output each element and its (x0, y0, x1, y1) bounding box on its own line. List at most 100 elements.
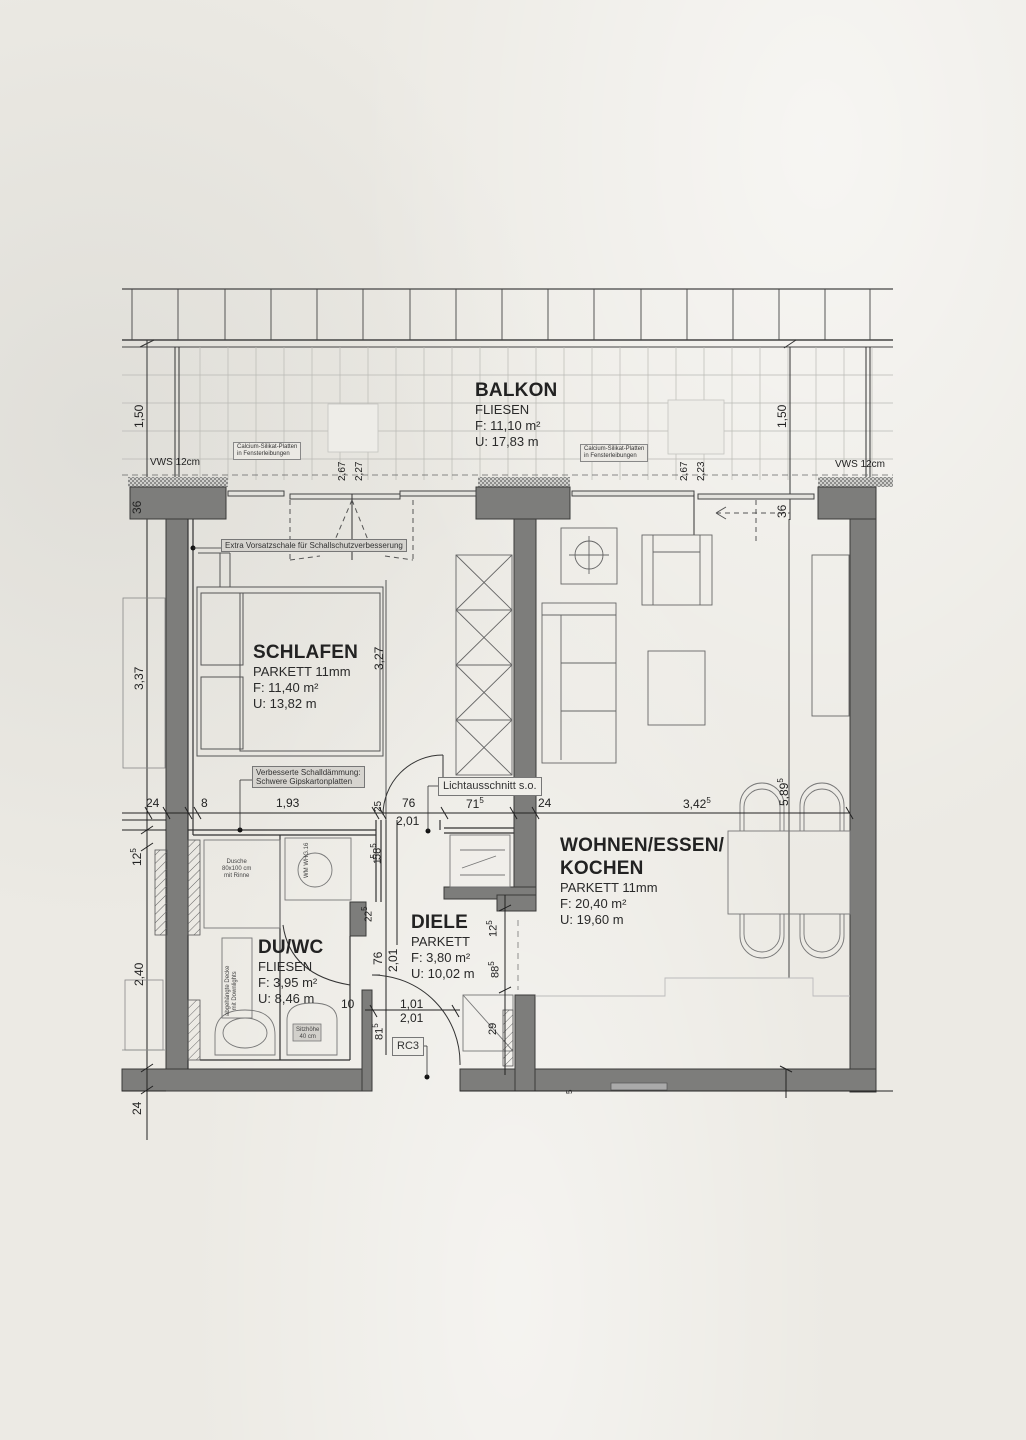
label-dusche: Dusche 80x100 cm mit Rinne (222, 859, 251, 880)
label-abgehaengte-decke: abgehängte Decke mit Downlights (225, 966, 239, 1016)
dim-71-5: 715 (466, 796, 484, 811)
dim-value: 12 (487, 924, 500, 937)
note-vorsatzschale: Extra Vorsatzschale für Schallschutzverb… (221, 539, 407, 553)
dim-1-50-left: 1,50 (132, 404, 146, 428)
room-name-line2: KOCHEN (560, 858, 644, 879)
room-name: BALKON (475, 380, 558, 401)
dim-36-right: 36 (775, 504, 789, 518)
room-name-line1: WOHNEN/ESSEN/ (560, 835, 725, 856)
dim-2-40: 2,40 (132, 962, 146, 986)
room-perimeter: U: 19,60 m (560, 912, 624, 927)
living-furniture (541, 519, 850, 978)
room-area: F: 3,80 m² (411, 950, 471, 965)
dim-3-27: 3,27 (372, 646, 386, 670)
dim-sup: 5 (485, 920, 494, 925)
wm-text: WM (304, 867, 310, 878)
dim-76: 76 (402, 796, 416, 810)
note-line: Verbesserte Schalldämmung: (256, 768, 361, 777)
note-line: mit Rinne (224, 872, 250, 879)
wardrobe (455, 554, 513, 776)
dim-sup: 5 (129, 848, 138, 853)
bed (196, 552, 387, 820)
balcony-railing (122, 288, 893, 348)
dim-2-23-right: 2,23 (696, 461, 707, 481)
label-vws-left: VWS 12cm (150, 457, 201, 468)
dim-bottom-5: 5 (565, 1089, 574, 1094)
dim-value: 88 (489, 965, 502, 978)
dim-29: 29 (487, 1022, 499, 1035)
dim-88-5: 885 (487, 961, 502, 978)
dim-2-01-top: 2,01 (396, 814, 420, 828)
dim-1-01: 1,01 (400, 997, 424, 1011)
dim-36-left: 36 (130, 500, 144, 514)
dim-sup: 5 (371, 1023, 380, 1028)
label-sitzhoehe: Sitzhöhe 40 cm (296, 1027, 319, 1041)
room-floor: PARKETT (411, 934, 470, 949)
room-floor: FLIESEN (258, 959, 313, 974)
note-line: Sitzhöhe (296, 1027, 320, 1033)
dim-5-89-5: 5,895 (776, 778, 791, 806)
dim-3-37: 3,37 (132, 666, 146, 690)
dim-12-5-right: 125 (485, 920, 500, 937)
dim-10: 10 (341, 997, 355, 1011)
room-name: DU/WC (258, 937, 324, 958)
dim-value: 22 (363, 910, 375, 922)
dim-81-5: 815 (371, 1023, 386, 1040)
room-floor: PARKETT 11mm (253, 664, 351, 679)
room-area: F: 11,10 m² (475, 418, 541, 433)
room-label-diele: DIELE PARKETT F: 3,80 m² U: 10,02 m (411, 913, 475, 980)
room-floor: FLIESEN (475, 402, 530, 417)
room-label-duwc: DU/WC FLIESEN F: 3,95 m² U: 8,46 m (258, 938, 323, 1005)
note-line: in Fensterleibungen (237, 450, 290, 457)
room-perimeter: U: 8,46 m (258, 991, 315, 1006)
dim-2-67-left: 2,67 (337, 461, 348, 481)
dim-22-5: 225 (360, 906, 375, 922)
dim-2-27-left: 2,27 (354, 461, 365, 481)
note-line: Schwere Gipskartonplatten (256, 777, 353, 787)
dim-3-42-5: 3,425 (683, 796, 711, 811)
note-calcium-right: Calcium-Silikat-Platten in Fensterleibun… (580, 444, 649, 462)
room-label-schlafen: SCHLAFEN PARKETT 11mm F: 11,40 m² U: 13,… (253, 643, 358, 710)
dim-58-5: 585 (369, 843, 384, 860)
dim-1-50-right: 1,50 (775, 404, 789, 428)
dim-sup: 5 (360, 906, 369, 911)
room-name: SCHLAFEN (253, 642, 359, 663)
label-vws-right: VWS 12cm (835, 459, 886, 470)
dim-2-01-vertical: 2,01 (386, 948, 400, 972)
dim-1-93: 1,93 (276, 796, 300, 810)
dim-sup: 5 (369, 843, 378, 848)
dim-24-left: 24 (146, 796, 160, 810)
room-perimeter: U: 17,83 m (475, 434, 539, 449)
note-line: Calcium-Silikat-Platten (584, 446, 645, 452)
dim-2-01-bottom: 2,01 (400, 1011, 424, 1025)
note-calcium-left: Calcium-Silikat-Platten in Fensterleibun… (233, 442, 302, 460)
wm-label: WHG.16 (304, 842, 310, 866)
note-line: Dusche (226, 859, 247, 865)
dim-sup: 5 (487, 961, 496, 966)
walls (121, 486, 877, 1093)
dim-value: 81 (373, 1027, 386, 1040)
dim-sup: 5 (706, 796, 711, 805)
dim-sup: 5 (479, 796, 484, 805)
room-area: F: 20,40 m² (560, 896, 627, 911)
note-line: 40 cm (299, 1033, 316, 1040)
dim-2-67-right: 2,67 (679, 461, 690, 481)
dim-value: 71 (466, 797, 480, 811)
dim-value: 3,42 (683, 797, 707, 811)
dim-8: 8 (201, 796, 208, 810)
room-area: F: 11,40 m² (253, 680, 319, 695)
dim-value: 58 (371, 847, 384, 860)
dim-25: 25 (373, 800, 384, 812)
note-rc3: RC3 (392, 1037, 425, 1056)
room-label-wohnen: WOHNEN/ESSEN/ KOCHEN PARKETT 11mm F: 20,… (560, 836, 724, 926)
note-schalldaemmung: Verbesserte Schalldämmung: Schwere Gipsk… (252, 766, 365, 789)
note-line: Calcium-Silikat-Platten (237, 444, 298, 450)
dining-table (536, 782, 851, 997)
note-line: abgehängte Decke (225, 965, 231, 1016)
room-perimeter: U: 13,82 m (253, 696, 317, 711)
bathroom-fixtures (203, 837, 352, 1056)
dim-24-mid: 24 (538, 796, 552, 810)
room-floor: PARKETT 11mm (560, 880, 658, 895)
dim-sup: 5 (776, 778, 785, 783)
